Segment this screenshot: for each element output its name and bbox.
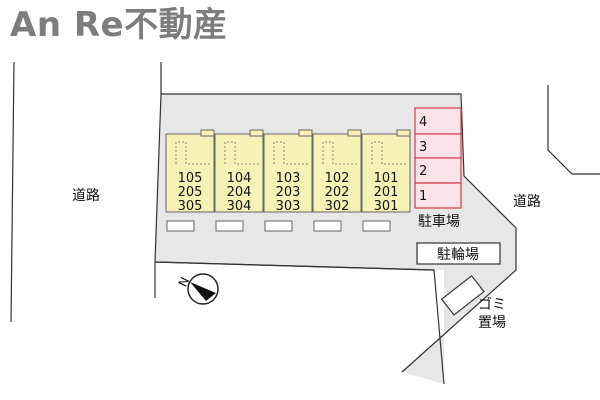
unit-label: 303 bbox=[276, 199, 301, 214]
unit-label: 201 bbox=[374, 185, 399, 200]
site-boundary-right bbox=[161, 93, 517, 373]
bicycle-parking-box bbox=[416, 242, 501, 265]
unit-label: 105 bbox=[178, 171, 203, 186]
neighbor-lot-line bbox=[547, 85, 600, 175]
unit-label: 202 bbox=[325, 185, 350, 200]
garbage-label-line2: 置場 bbox=[478, 315, 506, 331]
unit-label: 103 bbox=[276, 171, 301, 186]
building-103: 103 203 303 bbox=[263, 129, 313, 232]
parking-space-number: 4 bbox=[419, 115, 427, 130]
road-label-left: 道路 bbox=[72, 188, 100, 204]
site-boundary-bottom bbox=[154, 261, 435, 271]
unit-label: 302 bbox=[325, 199, 350, 214]
parking-space bbox=[414, 107, 462, 135]
garbage-label-line1: ゴミ bbox=[478, 296, 506, 313]
garbage-area bbox=[440, 274, 485, 316]
building-101: 101 201 301 bbox=[361, 129, 411, 232]
parking-space-number: 2 bbox=[419, 164, 427, 179]
road-label-right: 道路 bbox=[513, 194, 541, 210]
left-road-line bbox=[10, 61, 15, 323]
bicycle-parking-label: 駐輪場 bbox=[437, 246, 479, 263]
unit-label: 102 bbox=[325, 171, 350, 186]
unit-label: 203 bbox=[276, 185, 301, 200]
parking-space bbox=[414, 157, 462, 184]
building-102: 102 202 302 bbox=[312, 129, 362, 232]
parking-space bbox=[414, 133, 462, 159]
parking-area: 4 3 2 1 駐車場 bbox=[414, 107, 462, 230]
unit-label: 204 bbox=[227, 185, 252, 200]
unit-label: 304 bbox=[227, 199, 252, 214]
building-105: 105 205 305 bbox=[165, 129, 215, 232]
north-arrow-icon: N bbox=[176, 273, 219, 305]
apartment-buildings: 105 205 305 104 204 304 103 203 303 bbox=[165, 129, 411, 232]
unit-label: 104 bbox=[227, 171, 252, 186]
unit-label: 301 bbox=[374, 199, 399, 214]
unit-label: 205 bbox=[178, 185, 203, 200]
parking-space bbox=[414, 182, 462, 209]
parking-space-number: 1 bbox=[419, 189, 427, 204]
unit-label: 101 bbox=[374, 171, 399, 186]
watermark-logo: An Re不動産 bbox=[10, 5, 228, 45]
unit-label: 305 bbox=[178, 199, 203, 214]
parking-space-number: 3 bbox=[419, 140, 427, 155]
building-104: 104 204 304 bbox=[214, 129, 264, 232]
parking-label: 駐車場 bbox=[418, 213, 460, 230]
